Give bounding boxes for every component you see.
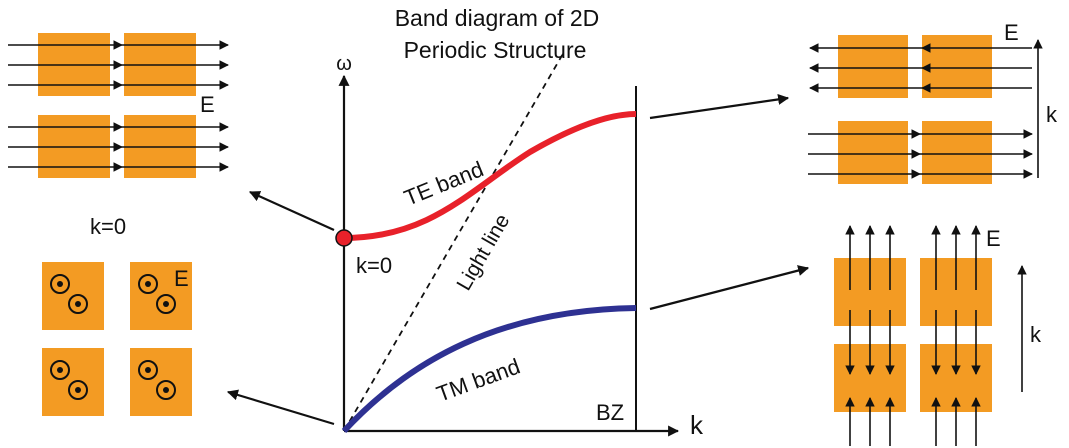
y-axis-label: ω [336, 53, 352, 75]
te-k0-e-label: E [200, 92, 215, 117]
te-bz-k-label: k [1046, 102, 1058, 127]
out-of-plane-field-icon [156, 380, 176, 400]
field-dot [75, 301, 81, 307]
tm-k0-e-label: E [174, 266, 189, 291]
out-of-plane-field-icon [156, 294, 176, 314]
out-of-plane-field-icon [138, 274, 158, 294]
te-band-curve [343, 111, 637, 241]
bz-label: BZ [596, 400, 624, 425]
x-axis-label: k [690, 410, 704, 440]
k0-point-marker [335, 229, 353, 247]
field-dot [57, 281, 63, 287]
te-k0-field-pattern [8, 33, 229, 178]
tm-bz-k-label: k [1030, 322, 1042, 347]
te-bz-e-label: E [1004, 20, 1019, 45]
tm-band-curve [341, 305, 637, 434]
out-of-plane-field-icon [68, 294, 88, 314]
out-of-plane-field-icon [68, 380, 88, 400]
arrow-to-te-k0 [248, 190, 335, 232]
light-line [343, 51, 565, 432]
field-dot [163, 301, 169, 307]
field-dot [163, 387, 169, 393]
field-dot [75, 387, 81, 393]
tm-bz-field-pattern [834, 225, 992, 446]
tm-k0-field-pattern [42, 262, 192, 416]
field-dot [145, 367, 151, 373]
arrow-to-tm-bz [649, 265, 810, 311]
field-dot [57, 367, 63, 373]
title-line-2: Periodic Structure [404, 37, 587, 63]
out-of-plane-field-icon [138, 360, 158, 380]
field-dot [145, 281, 151, 287]
arrow-to-te-bz [649, 93, 790, 120]
out-of-plane-field-icon [50, 274, 70, 294]
arrow-to-tm-k0 [226, 389, 335, 426]
tm-band-label: TM band [433, 354, 523, 407]
tm-bz-e-label: E [986, 226, 1001, 251]
out-of-plane-field-icon [50, 360, 70, 380]
light-line-label: Light line [452, 210, 514, 294]
title-line-1: Band diagram of 2D [395, 5, 600, 31]
te-band-label: TE band [401, 156, 487, 210]
k0-left-label: k=0 [90, 214, 126, 239]
k0-point-label: k=0 [356, 253, 392, 278]
te-bz-field-pattern [808, 35, 1033, 184]
